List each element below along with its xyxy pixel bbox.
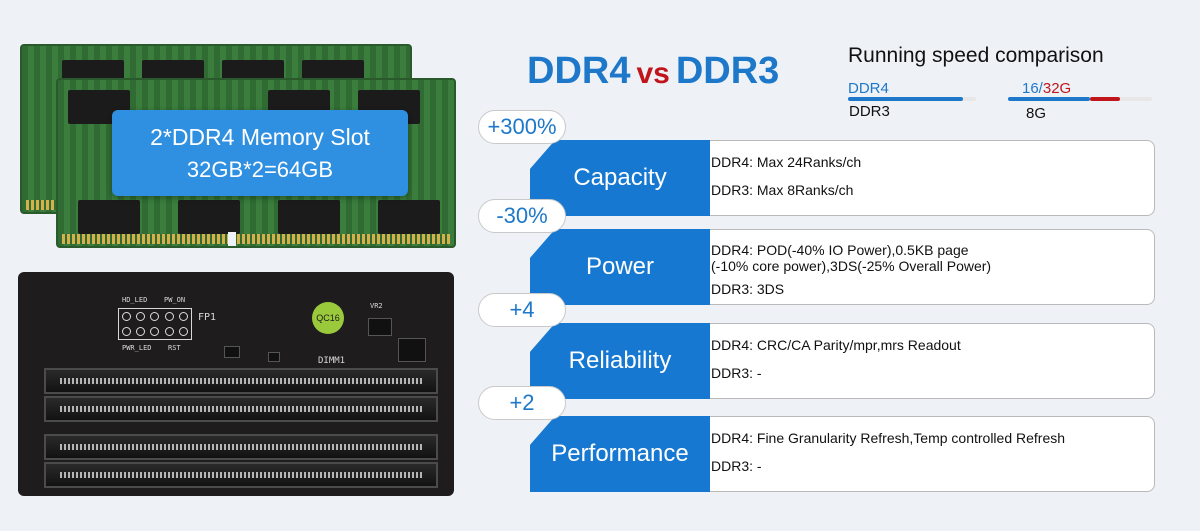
title-vs: vs	[636, 57, 670, 90]
row-performance-panel: DDR4: Fine Granularity Refresh,Temp cont…	[680, 416, 1155, 492]
motherboard-image: HD_LED PW_ON FP1 PWR_LED RST VR2 QC16 DI…	[18, 272, 454, 496]
capacity-8g: 8G	[1026, 105, 1047, 122]
capacity-16: 16/	[1022, 80, 1043, 97]
dimm-slot-2	[44, 434, 438, 460]
silk-hd-led: HD_LED	[122, 296, 148, 304]
silk-pwr-led: PWR_LED	[122, 344, 152, 352]
row-power-label: Power	[530, 229, 710, 305]
memory-slot-capacity: 32GB*2=64GB	[186, 157, 334, 182]
row-capacity-line-2: DDR3: Max 8Ranks/ch	[711, 182, 854, 198]
row-performance-line-1: DDR4: Fine Granularity Refresh,Temp cont…	[711, 430, 1066, 446]
row-power-line-3: DDR3: 3DS	[711, 281, 785, 297]
row-power-panel: DDR4: POD(-40% IO Power),0.5KB page (-10…	[680, 229, 1155, 305]
row-power-line-2: (-10% core power),3DS(-25% Overall Power…	[711, 258, 992, 274]
capacity-32: 32G	[1042, 80, 1072, 97]
capacity-bar-red-fill	[1090, 97, 1121, 101]
row-reliability: DDR4: CRC/CA Parity/mpr,mrs Readout DDR3…	[478, 293, 1155, 399]
row-power-line-1: DDR4: POD(-40% IO Power),0.5KB page	[711, 242, 969, 258]
capacity-bar-blue-fill	[1008, 97, 1091, 101]
row-performance: DDR4: Fine Granularity Refresh,Temp cont…	[478, 386, 1155, 492]
dimm-slot-2b	[44, 462, 438, 488]
row-capacity: DDR4: Max 24Ranks/ch DDR3: Max 8Ranks/ch…	[478, 110, 1155, 216]
ram-sticks-image: 2*DDR4 Memory Slot 32GB*2=64GB	[16, 40, 456, 255]
row-performance-label: Performance	[530, 416, 710, 492]
speed-ddr3-label: DDR3	[849, 103, 890, 120]
dimm-slot-1b	[44, 396, 438, 422]
capacity-legend: 16/32G	[1022, 80, 1071, 97]
row-performance-line-2: DDR3: -	[711, 458, 762, 474]
row-power: DDR4: POD(-40% IO Power),0.5KB page (-10…	[478, 199, 1155, 305]
dimm-slot-1	[44, 368, 438, 394]
speed-comparison-title: Running speed comparison	[848, 44, 1104, 67]
speed-ddr4-label: DDR4	[848, 80, 889, 97]
row-performance-badge: +2	[478, 386, 566, 420]
front-panel-header	[118, 308, 192, 340]
row-reliability-label: Reliability	[530, 323, 710, 399]
title-ddr3: DDR3	[675, 50, 780, 92]
speed-bar	[848, 97, 976, 101]
row-reliability-line-1: DDR4: CRC/CA Parity/mpr,mrs Readout	[711, 337, 961, 353]
row-reliability-badge: +4	[478, 293, 566, 327]
row-power-badge: -30%	[478, 199, 566, 233]
memory-slot-title: 2*DDR4 Memory Slot	[150, 124, 370, 150]
row-capacity-line-1: DDR4: Max 24Ranks/ch	[711, 154, 862, 170]
silk-pw-on: PW_ON	[164, 296, 186, 304]
capacity-bar	[1008, 97, 1152, 101]
row-capacity-panel: DDR4: Max 24Ranks/ch DDR3: Max 8Ranks/ch	[680, 140, 1155, 216]
speed-bar-ddr4-fill	[848, 97, 964, 101]
memory-slot-label: 2*DDR4 Memory Slot 32GB*2=64GB	[112, 110, 408, 196]
row-capacity-badge: +300%	[478, 110, 566, 144]
silk-vr2: VR2	[370, 302, 383, 310]
silk-fp1: FP1	[198, 312, 217, 323]
silk-dimm1: DIMM1	[318, 356, 346, 366]
row-reliability-panel: DDR4: CRC/CA Parity/mpr,mrs Readout DDR3…	[680, 323, 1155, 399]
row-reliability-line-2: DDR3: -	[711, 365, 762, 381]
qc-sticker: QC16	[312, 302, 344, 334]
title-ddr4: DDR4	[527, 50, 631, 92]
silk-rst: RST	[168, 344, 181, 352]
